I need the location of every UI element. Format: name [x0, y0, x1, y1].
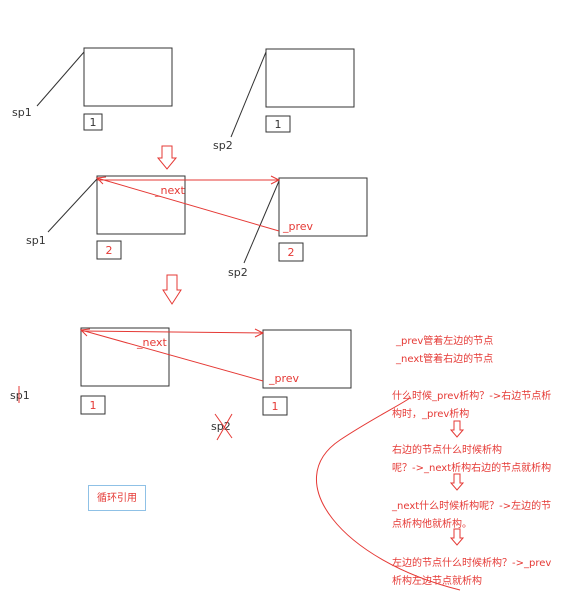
right-refcount-label: 1 [272, 400, 279, 413]
right-refcount-label: 2 [288, 246, 295, 259]
circular-reference-caption: 循环引用 [88, 485, 146, 511]
sp1-pointer-line [36, 51, 85, 107]
prev-label: _prev [268, 372, 300, 385]
note-line: 析构左边节点就析构 [392, 576, 482, 587]
note-line: 右边的节点什么时候析构 [392, 445, 502, 456]
left-refcount-label: 1 [90, 399, 97, 412]
down-arrow-icon [156, 145, 178, 170]
left-node-box [83, 47, 173, 107]
sp1-pointer-line [47, 178, 98, 233]
note-line: 构时，_prev析构 [392, 409, 470, 420]
right-refcount-box [265, 115, 291, 133]
left-refcount-label: 2 [106, 244, 113, 257]
down-arrow-icon [449, 528, 465, 546]
note-line: _next什么时候析构呢？->左边的节 [392, 501, 552, 512]
prev-arrowhead-icon [95, 176, 107, 185]
right-refcount-label: 1 [275, 118, 282, 131]
down-arrow-icon [162, 274, 182, 305]
left-refcount-label: 1 [90, 116, 97, 129]
sp2-pointer-line [243, 180, 280, 264]
annotation-curve [315, 397, 461, 591]
prev-pointer-line [80, 329, 264, 382]
next-label: _next [154, 184, 186, 197]
sp2-pointer-line [230, 51, 267, 138]
down-arrow-icon [449, 473, 465, 491]
note-line: _next管着右边的节点 [396, 354, 494, 365]
left-refcount-box [83, 113, 103, 131]
prev-pointer-line [96, 177, 280, 232]
left-node-box [80, 327, 170, 387]
sp2-label: sp2 [213, 139, 233, 152]
note-line: _prev管着左边的节点 [396, 336, 494, 347]
sp2-strikeout-line [216, 413, 233, 441]
sp1-label: sp1 [12, 106, 32, 119]
note-line: 点析构他就析构。 [392, 519, 472, 530]
note-line: 呢？->_next析构右边的节点就析构 [392, 463, 552, 474]
sp1-label: sp1 [10, 389, 30, 402]
down-arrow-icon [449, 420, 465, 438]
left-refcount-box [80, 395, 106, 415]
right-node-box [265, 48, 355, 108]
next-pointer-line [80, 330, 264, 334]
next-arrowhead-icon [254, 328, 265, 338]
right-node-box [262, 329, 352, 389]
next-label: _next [136, 336, 168, 349]
sp2-strikeout-line [214, 413, 233, 439]
prev-arrowhead-icon [79, 328, 91, 337]
next-arrowhead-icon [270, 175, 281, 185]
right-refcount-box [278, 242, 304, 262]
right-node-box [278, 177, 368, 237]
sp1-label: sp1 [26, 234, 46, 247]
note-line: 什么时候_prev析构？->右边节点析 [392, 391, 552, 402]
left-refcount-box [96, 240, 122, 260]
prev-label: _prev [282, 220, 314, 233]
sp2-label: sp2 [228, 266, 248, 279]
note-line: 左边的节点什么时候析构？->_prev [392, 558, 552, 569]
left-node-box [96, 175, 186, 235]
right-refcount-box [262, 396, 288, 416]
